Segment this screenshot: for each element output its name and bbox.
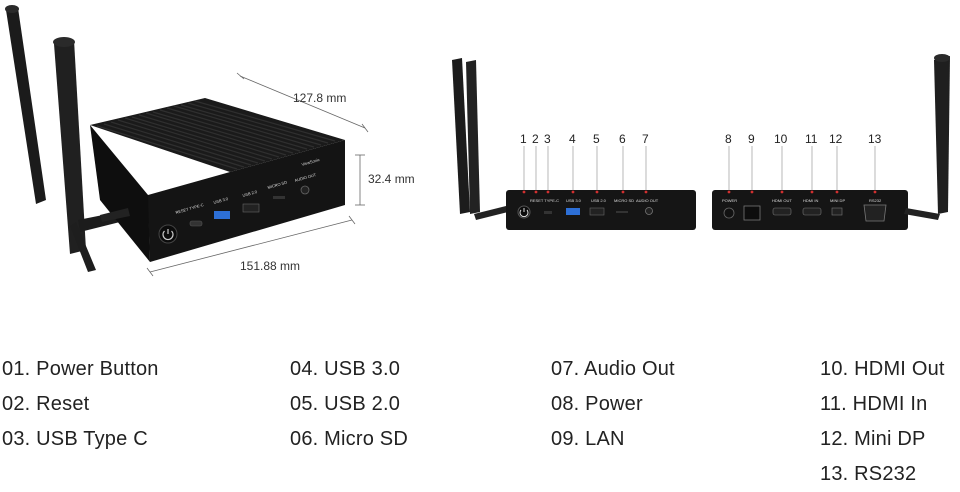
legend-item: 05. USB 2.0 xyxy=(290,393,401,415)
callout-10: 10 xyxy=(774,132,788,146)
device-illustration: RESET TYPE-C USB 3.0 USB 2.0 MICRO SD AU… xyxy=(5,5,950,277)
callout-5: 5 xyxy=(593,132,600,146)
heatsink-fins xyxy=(96,100,336,170)
legend-item: 13. RS232 xyxy=(820,463,917,485)
callout-13: 13 xyxy=(868,132,882,146)
svg-text:POWER: POWER xyxy=(722,198,737,203)
device-front-face xyxy=(148,140,345,262)
dimension-height: 32.4 mm xyxy=(368,172,415,186)
product-figure: RESET TYPE-C USB 3.0 USB 2.0 MICRO SD AU… xyxy=(5,5,950,277)
antenna-front-left xyxy=(54,40,86,254)
svg-text:USB 3.0: USB 3.0 xyxy=(566,198,582,203)
legend-item: 01. Power Button xyxy=(2,358,159,380)
legend-item: 07. Audio Out xyxy=(551,358,675,380)
legend-item: 04. USB 3.0 xyxy=(290,358,401,380)
callout-3: 3 xyxy=(544,132,551,146)
callout-12: 12 xyxy=(829,132,843,146)
legend-item: 03. USB Type C xyxy=(2,428,148,450)
legend-item: 09. LAN xyxy=(551,428,625,450)
legend-column-2: 04. USB 3.0 05. USB 2.0 06. Micro SD xyxy=(290,352,408,457)
svg-text:HDMI OUT: HDMI OUT xyxy=(772,198,792,203)
usb3-port-perspective xyxy=(214,211,230,219)
svg-text:HDMI IN: HDMI IN xyxy=(803,198,818,203)
legend-item: 12. Mini DP xyxy=(820,428,926,450)
callout-11: 11 xyxy=(805,132,818,146)
dimension-depth: 127.8 mm xyxy=(293,91,347,105)
dimension-lines xyxy=(146,72,369,277)
callout-8: 8 xyxy=(725,132,732,146)
antenna-back-left xyxy=(6,8,46,204)
svg-text:MICRO SD: MICRO SD xyxy=(614,198,634,203)
svg-text:MINI DP: MINI DP xyxy=(830,198,845,203)
svg-text:RESET TYPE-C: RESET TYPE-C xyxy=(530,198,559,203)
svg-text:USB 2.0: USB 2.0 xyxy=(242,189,258,198)
legend-item: 08. Power xyxy=(551,393,643,415)
device-front-view: RESET TYPE-C USB 3.0 USB 2.0 MICRO SD AU… xyxy=(452,58,696,230)
svg-text:RS232: RS232 xyxy=(869,198,882,203)
svg-text:MICRO SD: MICRO SD xyxy=(267,180,288,190)
legend-column-3: 07. Audio Out 08. Power 09. LAN xyxy=(551,352,675,457)
legend-item: 10. HDMI Out xyxy=(820,358,945,380)
callout-1: 1 xyxy=(520,132,527,146)
svg-text:USB 3.0: USB 3.0 xyxy=(213,196,229,205)
svg-text:ViewSonic: ViewSonic xyxy=(301,157,320,167)
legend-item: 11. HDMI In xyxy=(820,393,928,415)
callout-7: 7 xyxy=(642,132,649,146)
callout-2: 2 xyxy=(532,132,539,146)
legend-item: 02. Reset xyxy=(2,393,90,415)
dimension-width: 151.88 mm xyxy=(240,259,301,273)
svg-text:AUDIO OUT: AUDIO OUT xyxy=(294,172,317,183)
svg-text:USB 2.0: USB 2.0 xyxy=(591,198,607,203)
legend-column-1: 01. Power Button 02. Reset 03. USB Type … xyxy=(2,352,159,457)
svg-text:AUDIO OUT: AUDIO OUT xyxy=(636,198,659,203)
callout-6: 6 xyxy=(619,132,626,146)
device-perspective: RESET TYPE-C USB 3.0 USB 2.0 MICRO SD AU… xyxy=(5,5,345,272)
legend-column-4: 10. HDMI Out 11. HDMI In 12. Mini DP 13.… xyxy=(820,352,945,492)
device-rear-view: POWER HDMI OUT HDMI IN MINI DP RS232 xyxy=(712,54,950,230)
port-legend: 01. Power Button 02. Reset 03. USB Type … xyxy=(0,352,960,485)
callout-4: 4 xyxy=(569,132,576,146)
legend-item: 06. Micro SD xyxy=(290,428,408,450)
callout-9: 9 xyxy=(748,132,755,146)
